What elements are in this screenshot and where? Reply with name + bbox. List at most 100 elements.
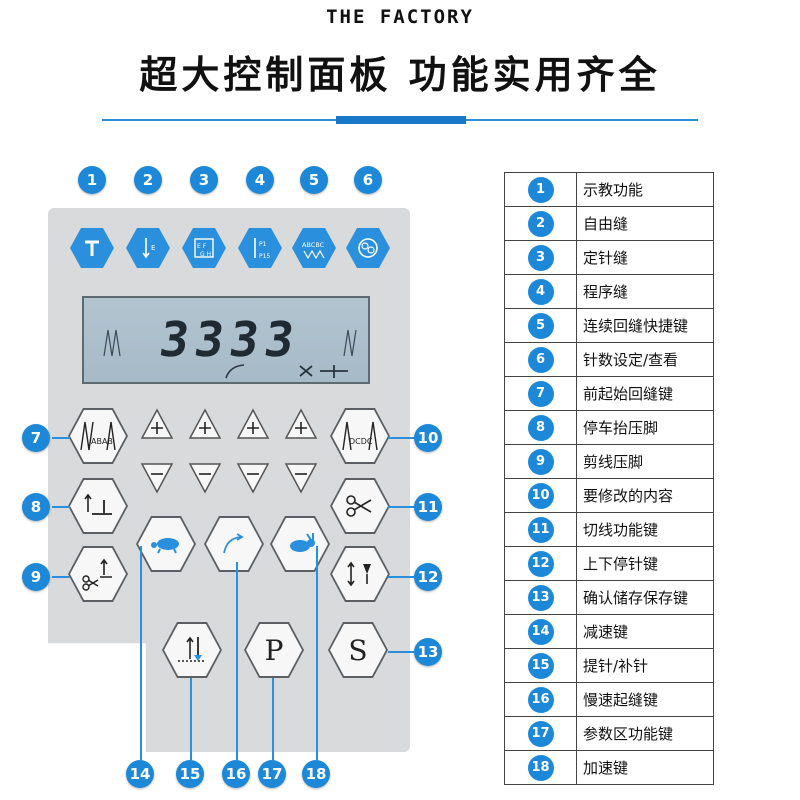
callout-5: 5 xyxy=(300,166,328,194)
legend-number-badge: 1 xyxy=(527,176,554,203)
decrease-d-button[interactable] xyxy=(284,462,318,494)
fixed-stitch-icon: E FG H xyxy=(194,238,214,258)
legend-text: 加速键 xyxy=(576,750,714,785)
leader-line-16 xyxy=(236,562,238,760)
svg-text:ABAB: ABAB xyxy=(91,437,113,446)
legend-text: 前起始回缝键 xyxy=(576,376,714,411)
teach-icon xyxy=(85,240,99,256)
leader-line-13 xyxy=(388,651,414,653)
lcd-digits: 3333 xyxy=(156,312,304,368)
lcd-soft-start-icon xyxy=(225,364,245,379)
legend-number-badge: 13 xyxy=(527,584,554,611)
svg-text:E F: E F xyxy=(197,243,207,250)
end-backtack-icon: DCDC xyxy=(342,421,378,451)
legend-text: 减速键 xyxy=(576,614,714,649)
legend-text: 程序缝 xyxy=(576,274,714,309)
leader-line-18 xyxy=(316,546,318,760)
divider-accent xyxy=(336,116,466,124)
start-backtack-button[interactable]: ABAB xyxy=(68,408,128,464)
legend-text: 确认储存保存键 xyxy=(576,580,714,615)
callout-14: 14 xyxy=(126,760,154,788)
legend-text: 慢速起缝键 xyxy=(576,682,714,717)
lcd-right-pattern-icon xyxy=(343,329,357,357)
increase-a-button[interactable] xyxy=(140,408,174,440)
legend-row: 7 前起始回缝键 xyxy=(504,376,714,411)
turtle-icon xyxy=(151,538,179,554)
callout-2: 2 xyxy=(134,166,162,194)
scissors-icon xyxy=(346,495,372,517)
legend-number-badge: 16 xyxy=(527,686,554,713)
legend-text: 停车抬压脚 xyxy=(576,410,714,445)
svg-text:G H: G H xyxy=(200,251,211,258)
legend-row: 16 慢速起缝键 xyxy=(504,682,714,717)
callout-11: 11 xyxy=(414,493,442,521)
legend-number-badge: 14 xyxy=(527,618,554,645)
legend-row: 5 连续回缝快捷键 xyxy=(504,308,714,343)
p-key-label: P xyxy=(264,633,284,667)
legend-number-badge: 10 xyxy=(527,482,554,509)
leader-line-8 xyxy=(52,506,70,508)
decrease-b-button[interactable] xyxy=(188,462,222,494)
leader-line-10 xyxy=(388,437,414,439)
leader-line-14 xyxy=(140,546,142,760)
legend-row: 4 程序缝 xyxy=(504,274,714,309)
legend-number-badge: 18 xyxy=(527,754,554,781)
legend-row: 18 加速键 xyxy=(504,750,714,785)
brand-title: THE FACTORY xyxy=(326,6,474,28)
decrease-a-button[interactable] xyxy=(140,462,174,494)
legend-number-badge: 15 xyxy=(527,652,554,679)
callout-17: 17 xyxy=(258,760,286,788)
edit-content-button[interactable]: DCDC xyxy=(330,408,390,464)
increase-d-button[interactable] xyxy=(284,408,318,440)
legend-text: 连续回缝快捷键 xyxy=(576,308,714,343)
decrease-c-button[interactable] xyxy=(236,462,270,494)
stitch-count-icon xyxy=(358,238,378,258)
leader-line-17 xyxy=(272,678,274,760)
legend-text: 上下停针键 xyxy=(576,546,714,581)
page-headline: 超大控制面板 功能实用齐全 xyxy=(139,53,661,97)
svg-text:P15: P15 xyxy=(259,253,270,260)
svg-text:E: E xyxy=(151,244,155,252)
legend-text: 提针/补针 xyxy=(576,648,714,683)
legend-number-badge: 4 xyxy=(527,278,554,305)
callout-9: 9 xyxy=(22,563,50,591)
legend-text: 示教功能 xyxy=(576,172,714,207)
legend-row: 14 减速键 xyxy=(504,614,714,649)
legend-row: 1 示教功能 xyxy=(504,172,714,207)
callout-13: 13 xyxy=(414,638,442,666)
callout-15: 15 xyxy=(176,760,204,788)
legend-number-badge: 8 xyxy=(527,414,554,441)
svg-text:ABCBC: ABCBC xyxy=(302,241,325,249)
legend-number-badge: 3 xyxy=(527,244,554,271)
callout-12: 12 xyxy=(414,563,442,591)
legend-number-badge: 12 xyxy=(527,550,554,577)
leader-line-12 xyxy=(388,576,414,578)
svg-text:DCDC: DCDC xyxy=(349,437,373,446)
legend-text: 切线功能键 xyxy=(576,512,714,547)
legend-number-badge: 2 xyxy=(527,210,554,237)
increase-c-button[interactable] xyxy=(236,408,270,440)
callout-8: 8 xyxy=(22,493,50,521)
continuous-backtack-button[interactable]: ABCBC xyxy=(292,228,336,268)
stitch-count-button[interactable] xyxy=(346,228,390,268)
callout-6: 6 xyxy=(354,166,382,194)
legend-number-badge: 5 xyxy=(527,312,554,339)
legend-number-badge: 6 xyxy=(527,346,554,373)
legend-row: 8 停车抬压脚 xyxy=(504,410,714,445)
legend-row: 3 定针缝 xyxy=(504,240,714,275)
legend-text: 定针缝 xyxy=(576,240,714,275)
lcd-left-pattern-icon xyxy=(103,329,121,357)
increase-b-button[interactable] xyxy=(188,408,222,440)
callout-16: 16 xyxy=(222,760,250,788)
legend-text: 剪线压脚 xyxy=(576,444,714,479)
svg-text:P1: P1 xyxy=(259,241,267,248)
lcd-display: 3333 xyxy=(82,296,370,384)
s-key-label: S xyxy=(348,633,368,667)
legend-number-badge: 7 xyxy=(527,380,554,407)
callout-3: 3 xyxy=(190,166,218,194)
